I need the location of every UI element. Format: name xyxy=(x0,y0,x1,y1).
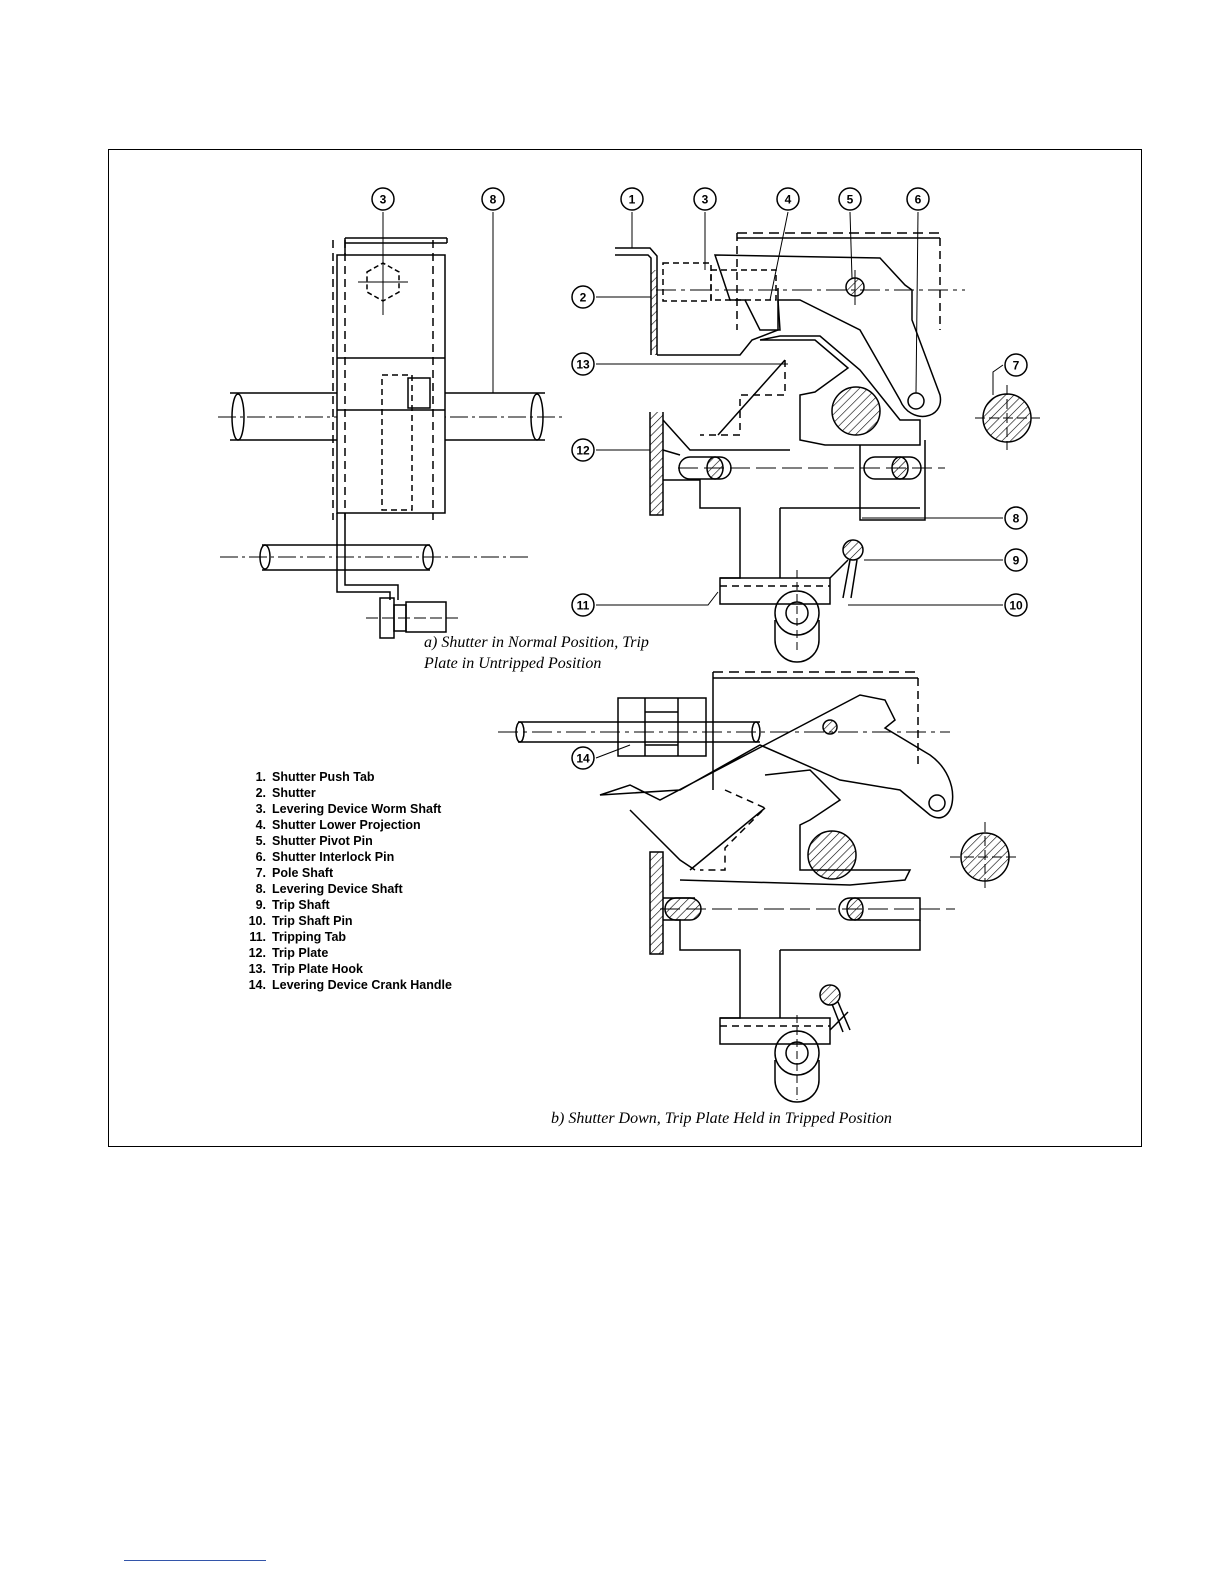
svg-text:3: 3 xyxy=(702,193,709,207)
caption-b-line: b) Shutter Down, Trip Plate Held in Trip… xyxy=(551,1110,892,1127)
svg-text:8: 8 xyxy=(490,193,497,207)
figure-frame xyxy=(108,149,1142,1147)
callout-7: 7 xyxy=(1004,353,1028,377)
legend-item: 5.Shutter Pivot Pin xyxy=(255,834,373,848)
footer-rule xyxy=(124,1560,266,1561)
legend-item: 1.Shutter Push Tab xyxy=(255,770,375,784)
legend-item: 7.Pole Shaft xyxy=(255,866,334,880)
caption-a-line-2: Plate in Untripped Position xyxy=(424,655,602,672)
callout-14: 14 xyxy=(571,746,595,770)
legend-item: 9.Trip Shaft xyxy=(255,898,330,912)
svg-text:3: 3 xyxy=(380,193,387,207)
legend-item: 4.Shutter Lower Projection xyxy=(255,818,421,832)
callout-3: 3 xyxy=(693,187,717,211)
legend-item: 3.Levering Device Worm Shaft xyxy=(255,802,442,816)
callout-3-side: 3 xyxy=(371,187,395,211)
side-view xyxy=(218,212,565,639)
callout-4: 4 xyxy=(776,187,800,211)
legend-item: 2.Shutter xyxy=(255,786,316,800)
callout-9: 9 xyxy=(1004,548,1028,572)
callout-12: 12 xyxy=(571,438,595,462)
callout-2: 2 xyxy=(571,285,595,309)
svg-text:14: 14 xyxy=(576,752,590,766)
callout-5: 5 xyxy=(838,187,862,211)
svg-text:2: 2 xyxy=(580,291,587,305)
legend-item: 12.Trip Plate xyxy=(248,946,329,960)
legend-item: 10.Trip Shaft Pin xyxy=(248,914,353,928)
callout-1: 1 xyxy=(620,187,644,211)
legend-item: 13.Trip Plate Hook xyxy=(248,962,363,976)
svg-text:1: 1 xyxy=(629,193,636,207)
view-b-tripped-position xyxy=(498,671,1020,1103)
caption-a-line-1: a) Shutter in Normal Position, Trip xyxy=(424,634,649,651)
svg-text:11: 11 xyxy=(577,599,590,613)
svg-text:4: 4 xyxy=(785,193,792,207)
callout-8-side: 8 xyxy=(481,187,505,211)
callout-6: 6 xyxy=(906,187,930,211)
legend: 1.Shutter Push Tab 2.Shutter 3.Levering … xyxy=(236,769,452,993)
callout-8: 8 xyxy=(1004,506,1028,530)
callout-10: 10 xyxy=(1004,593,1028,617)
callout-13: 13 xyxy=(571,352,595,376)
svg-text:6: 6 xyxy=(915,193,922,207)
view-a-normal-position xyxy=(596,211,1040,663)
svg-text:13: 13 xyxy=(576,358,590,372)
svg-text:10: 10 xyxy=(1009,599,1023,613)
legend-item: 8.Levering Device Shaft xyxy=(255,882,403,896)
callout-11: 11 xyxy=(571,593,595,617)
legend-item: 11.Tripping Tab xyxy=(249,930,347,944)
legend-item: 6.Shutter Interlock Pin xyxy=(255,850,395,864)
svg-text:8: 8 xyxy=(1013,512,1020,526)
legend-item: 14.Levering Device Crank Handle xyxy=(248,978,452,992)
svg-text:7: 7 xyxy=(1013,359,1020,373)
svg-text:9: 9 xyxy=(1013,554,1020,568)
caption-b: b) Shutter Down, Trip Plate Held in Trip… xyxy=(551,1108,892,1129)
svg-text:12: 12 xyxy=(576,444,590,458)
caption-a: a) Shutter in Normal Position, Trip Plat… xyxy=(424,632,649,674)
svg-text:5: 5 xyxy=(847,193,854,207)
